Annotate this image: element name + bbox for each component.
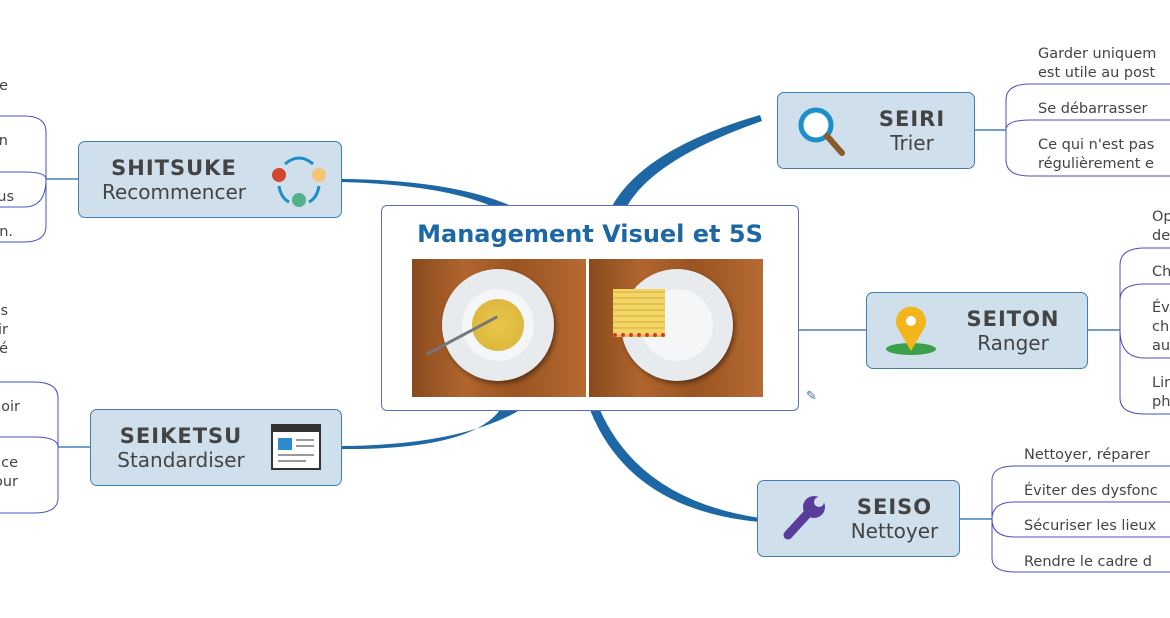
- topic-subtitle: Trier: [890, 130, 934, 155]
- topic-title: SEITON: [966, 306, 1060, 331]
- central-title: Management Visuel et 5S: [417, 220, 763, 248]
- document-window-icon: [271, 423, 321, 470]
- messy-soup-image: [412, 259, 586, 397]
- leaf-seiketsu-1[interactable]: snirsé: [0, 303, 8, 357]
- leaf-shitsuke-2[interactable]: n: [0, 133, 8, 149]
- topic-subtitle: Nettoyer: [850, 518, 939, 543]
- topic-title: SHITSUKE: [111, 155, 237, 180]
- leaf-seiso-4[interactable]: Rendre le cadre d: [1024, 554, 1152, 570]
- leaf-seiso-1[interactable]: Nettoyer, réparer: [1024, 447, 1150, 463]
- leaf-seiso-3[interactable]: Sécuriser les lieux: [1024, 518, 1157, 534]
- leaf-seiketsu-2[interactable]: oir: [1, 399, 20, 415]
- topic-subtitle: Ranger: [977, 330, 1049, 355]
- central-topic[interactable]: Management Visuel et 5S ✎: [381, 205, 817, 411]
- wrench-icon: [783, 495, 825, 539]
- leaf-seiso-2[interactable]: Éviter des dysfonc: [1024, 483, 1158, 499]
- magnifier-icon: [798, 107, 845, 156]
- cycle-icon: [272, 156, 326, 207]
- leaf-seiketsu-3[interactable]: ceour: [0, 455, 18, 490]
- leaf-seiri-2[interactable]: Se débarrasser: [1038, 101, 1148, 117]
- topic-subtitle: Recommencer: [101, 179, 246, 204]
- ordered-soup-image: [589, 259, 763, 397]
- leaf-seiton-2[interactable]: Ch: [1152, 264, 1170, 280]
- leaf-shitsuke-1[interactable]: e: [0, 78, 8, 94]
- topic-title: SEIRI: [878, 106, 946, 131]
- leaf-shitsuke-3[interactable]: us: [0, 189, 14, 205]
- topic-subtitle: Standardiser: [117, 447, 245, 472]
- topic-title: SEISO: [856, 494, 933, 519]
- topic-title: SEIKETSU: [119, 423, 243, 448]
- leaf-shitsuke-4[interactable]: n.: [0, 224, 13, 240]
- note-icon[interactable]: ✎: [806, 389, 817, 404]
- map-pin-icon: [886, 306, 936, 355]
